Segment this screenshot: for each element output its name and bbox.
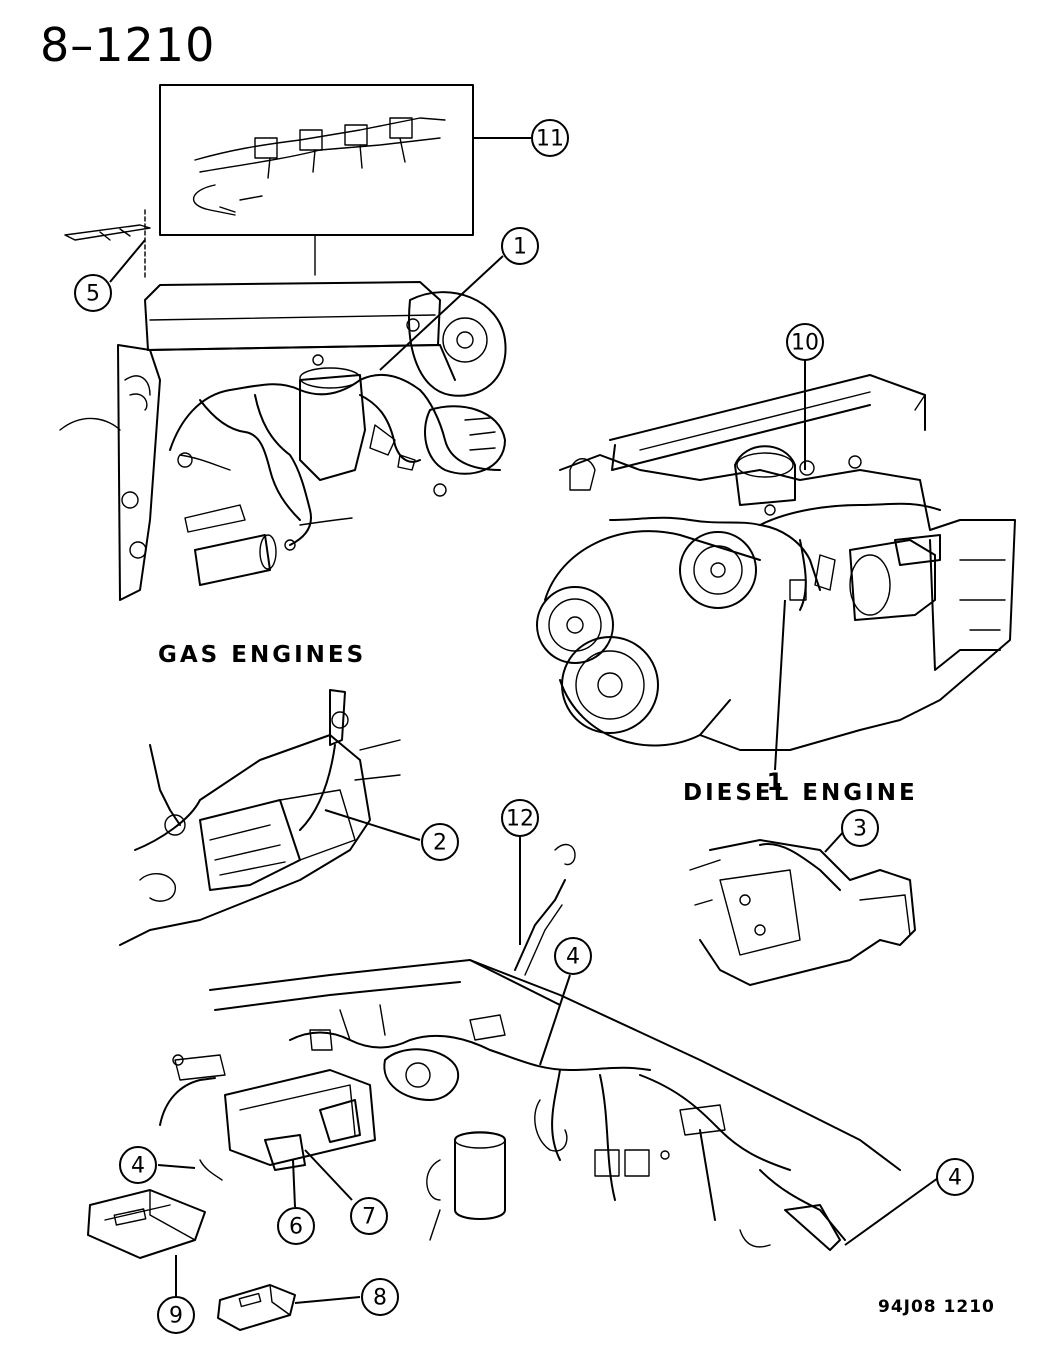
callout-1: 1 [501,227,539,265]
svg-text:7: 7 [362,1205,376,1230]
figure-code: 94J08 1210 [878,1297,995,1317]
svg-text:10: 10 [791,331,819,356]
transmission-gas-drawing [119,689,401,946]
main-harness-drawing [159,843,901,1251]
callout-10: 10 [786,323,824,361]
gas-engines-label: GAS ENGINES [158,642,367,668]
svg-text:11: 11 [536,127,564,152]
svg-text:8: 8 [373,1286,387,1311]
callout-4-upper: 4 [554,937,592,975]
injector-harness-inset [159,84,474,276]
page-number: 8–1210 [40,18,216,72]
svg-text:12: 12 [506,807,534,832]
callout-5: 5 [74,274,112,312]
callout-6: 6 [277,1207,315,1245]
callout-8: 8 [361,1278,399,1316]
svg-text:3: 3 [853,817,867,842]
callout-2: 2 [421,823,459,861]
callout-4-left: 4 [119,1146,157,1184]
svg-text:4: 4 [131,1154,145,1179]
gas-engine-drawing [59,209,507,601]
callout-3: 3 [841,809,879,847]
diesel-engine-label: DIESEL ENGINE [683,780,918,806]
fuse-block-drawing [87,1189,206,1259]
svg-text:4: 4 [948,1166,962,1191]
callout-11: 11 [531,119,569,157]
svg-text:1: 1 [513,235,527,260]
svg-text:4: 4 [566,945,580,970]
svg-text:2: 2 [433,831,447,856]
svg-text:1: 1 [767,768,784,796]
transmission-diesel-drawing [689,839,916,986]
callout-1-diesel: 1 [767,768,784,796]
fuse-drawing [217,1284,296,1331]
callout-7: 7 [350,1197,388,1235]
svg-text:6: 6 [289,1215,303,1240]
svg-text:9: 9 [169,1304,183,1329]
svg-text:5: 5 [86,282,100,307]
diesel-engine-drawing [536,374,1016,751]
callout-9: 9 [157,1296,195,1334]
callout-12: 12 [501,799,539,837]
callout-4-right: 4 [936,1158,974,1196]
leader-lines [109,137,939,1304]
